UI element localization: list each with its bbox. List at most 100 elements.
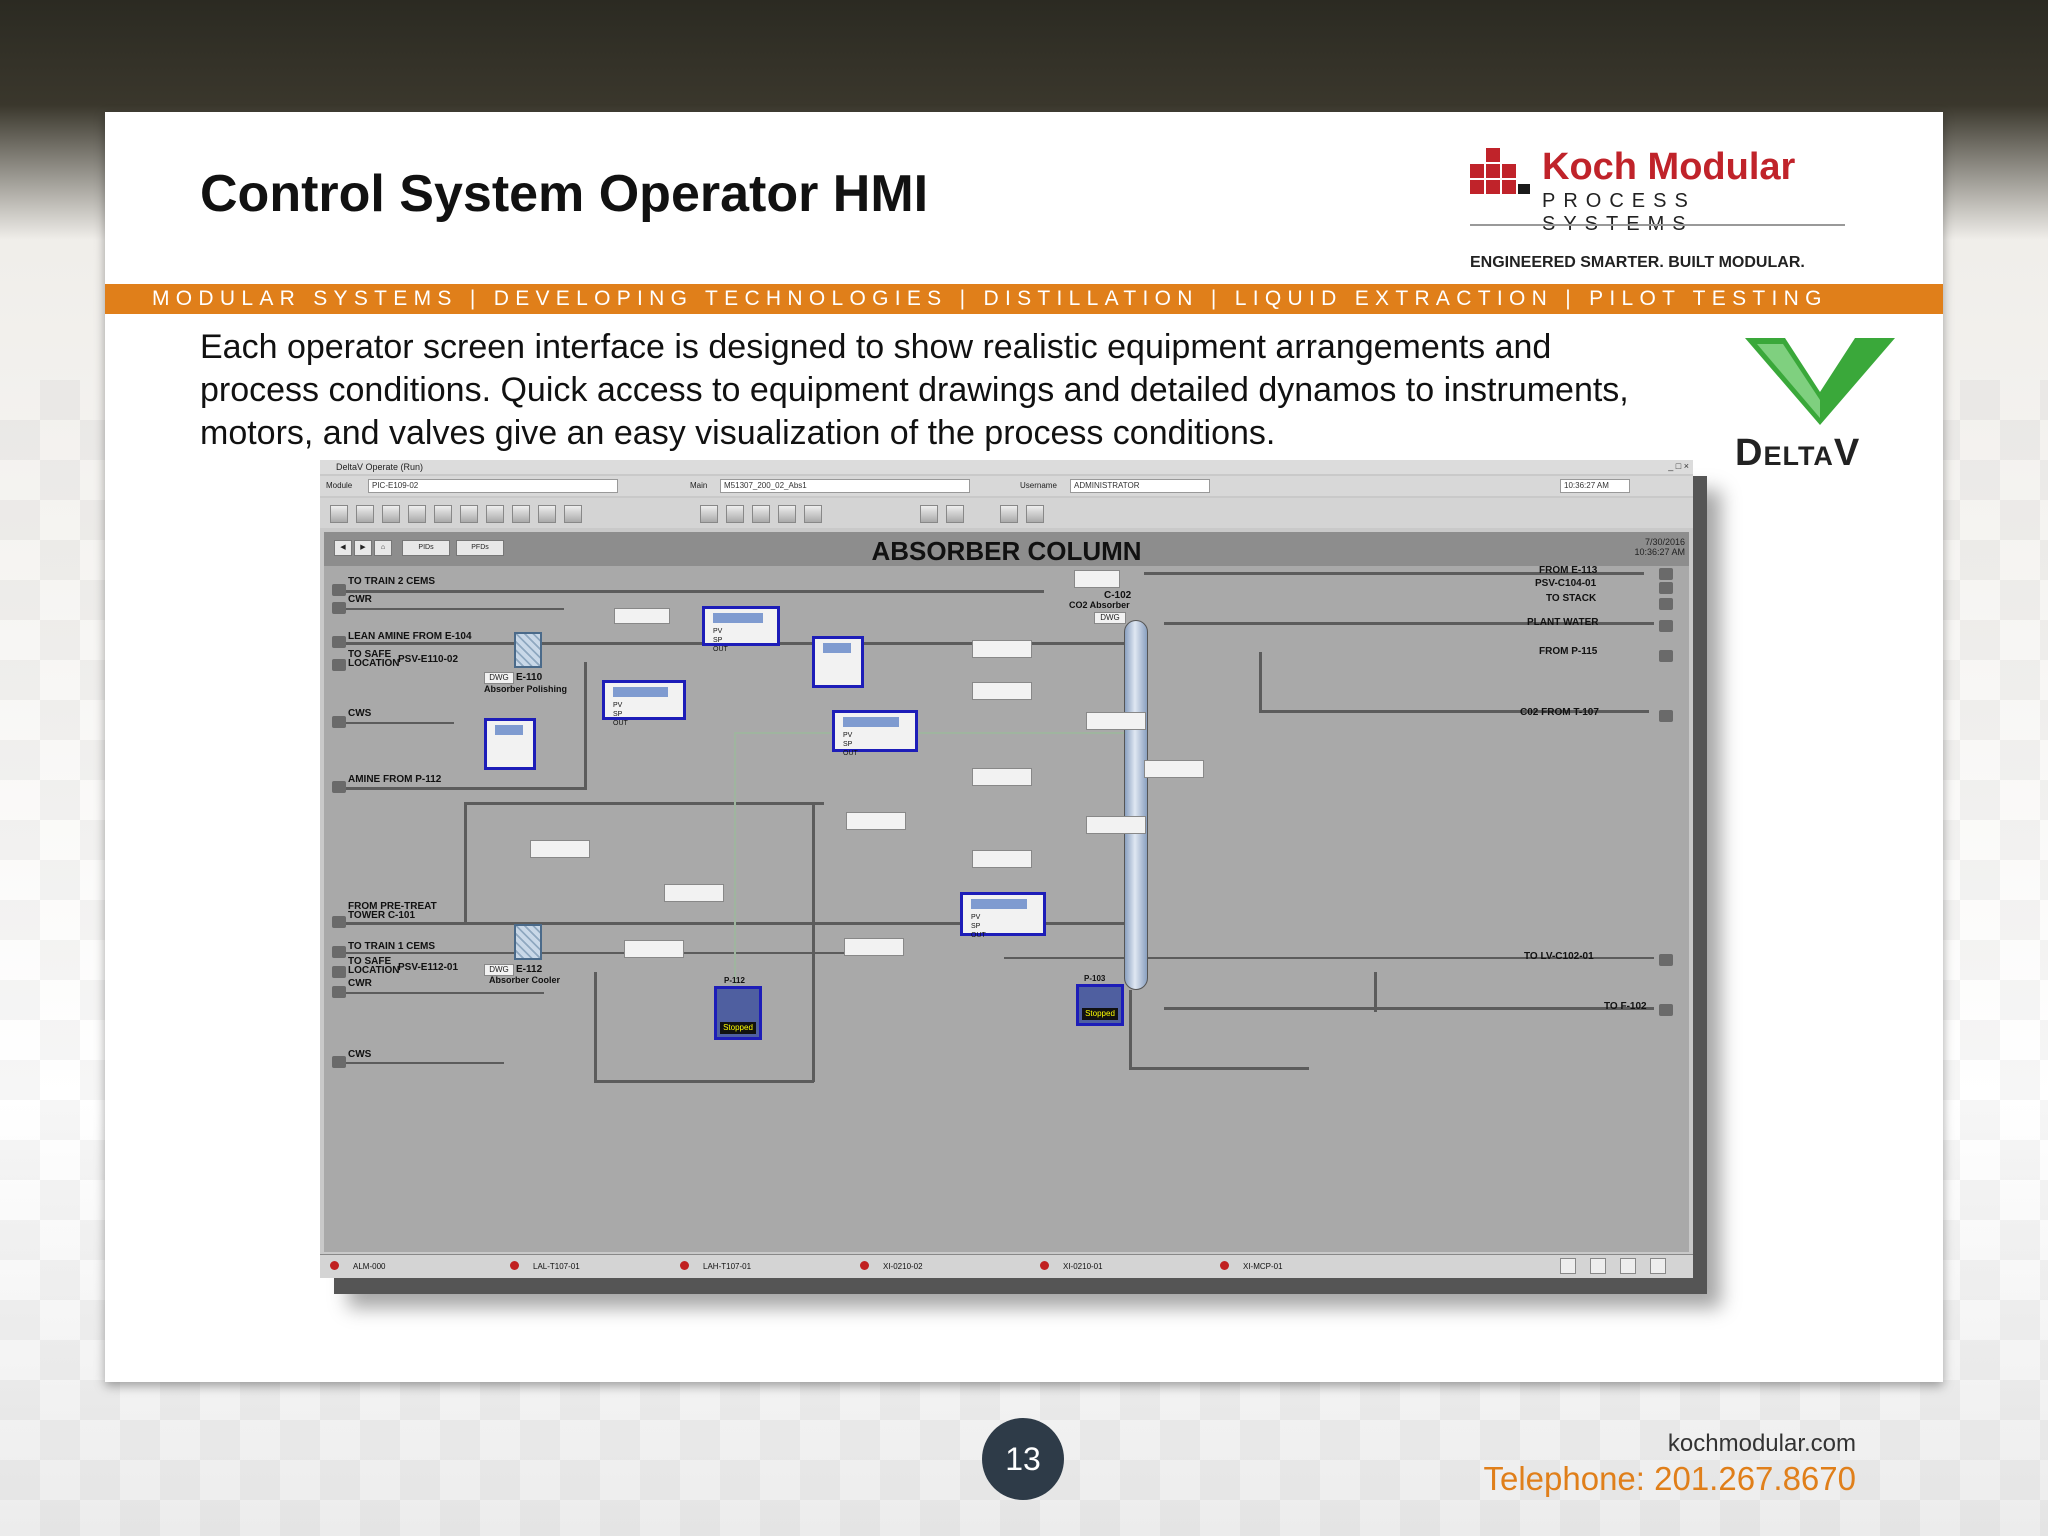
toolbar-icon-3[interactable] (382, 505, 400, 523)
indicator-box[interactable] (1086, 816, 1146, 834)
indicator-box[interactable] (972, 850, 1032, 868)
stream-label[interactable]: FROM P-115 (1539, 646, 1598, 657)
alarm-item[interactable]: XI-MCP-01 (1220, 1261, 1283, 1271)
stream-label[interactable]: FROM PRE-TREAT TOWER C-101 (348, 901, 437, 921)
toolbar-icon-18[interactable] (1000, 505, 1018, 523)
pids-button[interactable]: PIDs (402, 540, 450, 556)
toolbar-icon-16[interactable] (920, 505, 938, 523)
page-number: 13 (982, 1418, 1064, 1500)
toolbar-icon-17[interactable] (946, 505, 964, 523)
hmi-window-title: DeltaV Operate (Run) (320, 460, 1693, 474)
toolbar-icon-12[interactable] (726, 505, 744, 523)
valve-dynamo[interactable] (812, 636, 864, 688)
indicator-box[interactable] (972, 768, 1032, 786)
acknowledge-button[interactable] (1560, 1258, 1576, 1274)
heat-exchanger-e112[interactable] (514, 924, 542, 960)
toolbar-icon-6[interactable] (460, 505, 478, 523)
psv-label[interactable]: PSV-E110-02 (398, 654, 459, 665)
alarm-item[interactable]: LAL-T107-01 (510, 1261, 580, 1271)
stream-label[interactable]: PSV-C104-01 (1535, 578, 1597, 589)
stream-label[interactable]: TO LV-C102-01 (1524, 951, 1594, 962)
stream-label[interactable]: CWR (348, 594, 372, 605)
alarm-icon (510, 1261, 519, 1270)
alarm-list-button[interactable] (1620, 1258, 1636, 1274)
pump-status: Stopped (1082, 1008, 1118, 1020)
stream-label[interactable]: CWS (348, 708, 372, 719)
indicator-box[interactable] (972, 682, 1032, 700)
stream-label[interactable]: TO SAFE LOCATION (348, 956, 400, 976)
stream-label[interactable]: CWR (348, 978, 372, 989)
heat-exchanger-e110[interactable] (514, 632, 542, 668)
stream-label[interactable]: TO TRAIN 2 CEMS (348, 576, 436, 587)
alarm-icon (860, 1261, 869, 1270)
toolbar-icon-13[interactable] (752, 505, 770, 523)
stream-label[interactable]: LEAN AMINE FROM E-104 (348, 631, 472, 642)
stream-label[interactable]: C02 FROM T-107 (1520, 707, 1599, 718)
indicator-box[interactable] (1086, 712, 1146, 730)
stream-label[interactable]: AMINE FROM P-112 (348, 774, 442, 785)
stream-label[interactable]: TO F-102 (1604, 1001, 1647, 1012)
toolbar-icon-15[interactable] (804, 505, 822, 523)
toolbar-icon-7[interactable] (486, 505, 504, 523)
nav-forward-button[interactable]: ▶ (354, 540, 372, 556)
toolbar-icon-10[interactable] (564, 505, 582, 523)
module-field[interactable]: PIC-E109-02 (368, 479, 618, 493)
indicator-box[interactable] (844, 938, 904, 956)
alarm-item[interactable]: LAH-T107-01 (680, 1261, 751, 1271)
alarm-icon (1220, 1261, 1229, 1270)
alarm-item[interactable]: XI-0210-01 (1040, 1261, 1103, 1271)
toolbar-icon-5[interactable] (434, 505, 452, 523)
nav-home-button[interactable]: ⌂ (374, 540, 392, 556)
dwg-button[interactable]: DWG (484, 964, 514, 976)
stream-label[interactable]: TO SAFE LOCATION (348, 649, 400, 669)
stream-label[interactable]: PLANT WATER (1527, 617, 1599, 628)
absorber-column[interactable] (1124, 620, 1148, 990)
indicator-box[interactable] (1074, 570, 1120, 588)
toolbar-icon-2[interactable] (356, 505, 374, 523)
indicator-box[interactable] (972, 640, 1032, 658)
toolbar-icon-1[interactable] (330, 505, 348, 523)
dwg-button[interactable]: DWG (1094, 612, 1126, 624)
username-label: Username (1020, 481, 1057, 490)
toolbar-icon-8[interactable] (512, 505, 530, 523)
psv-label[interactable]: PSV-E112-01 (398, 962, 459, 973)
stream-label[interactable]: TO STACK (1546, 593, 1597, 604)
indicator-box[interactable] (624, 940, 684, 958)
hmi-icon-toolbar (320, 498, 1693, 528)
main-label: Main (690, 481, 708, 490)
stream-label[interactable]: TO TRAIN 1 CEMS (348, 941, 436, 952)
pump-p103[interactable]: Stopped (1076, 984, 1124, 1026)
deltav-check-icon (1745, 338, 1895, 425)
indicator-box[interactable] (530, 840, 590, 858)
indicator-box[interactable] (614, 608, 670, 624)
window-controls[interactable]: _ □ × (1668, 461, 1689, 471)
pump-p112[interactable]: Stopped (714, 986, 762, 1040)
graphic-datetime: 7/30/2016 10:36:27 AM (1634, 537, 1685, 557)
alarm-item[interactable]: XI-0210-02 (860, 1261, 923, 1271)
pfds-button[interactable]: PFDs (456, 540, 504, 556)
toolbar-icon-14[interactable] (778, 505, 796, 523)
indicator-box[interactable] (664, 884, 724, 902)
main-field[interactable]: M51307_200_02_Abs1 (720, 479, 970, 493)
dwg-button[interactable]: DWG (484, 672, 514, 684)
silence-button[interactable] (1590, 1258, 1606, 1274)
pump1-tag: P-112 (724, 976, 745, 985)
toolbar-icon-4[interactable] (408, 505, 426, 523)
indicator-box[interactable] (1144, 760, 1204, 778)
toolbar-icon-11[interactable] (700, 505, 718, 523)
help-button[interactable] (1650, 1258, 1666, 1274)
toolbar-icon-19[interactable] (1026, 505, 1044, 523)
stream-label[interactable]: CWS (348, 1049, 372, 1060)
indicator-box[interactable] (846, 812, 906, 830)
alarm-item[interactable]: ALM-000 (330, 1261, 385, 1271)
valve-dynamo[interactable] (484, 718, 536, 770)
body-paragraph: Each operator screen interface is design… (200, 328, 1629, 452)
nav-back-button[interactable]: ◀ (334, 540, 352, 556)
pump2-tag: P-103 (1084, 974, 1106, 983)
toolbar-icon-9[interactable] (538, 505, 556, 523)
stream-label[interactable]: FROM E-113 (1539, 565, 1598, 576)
